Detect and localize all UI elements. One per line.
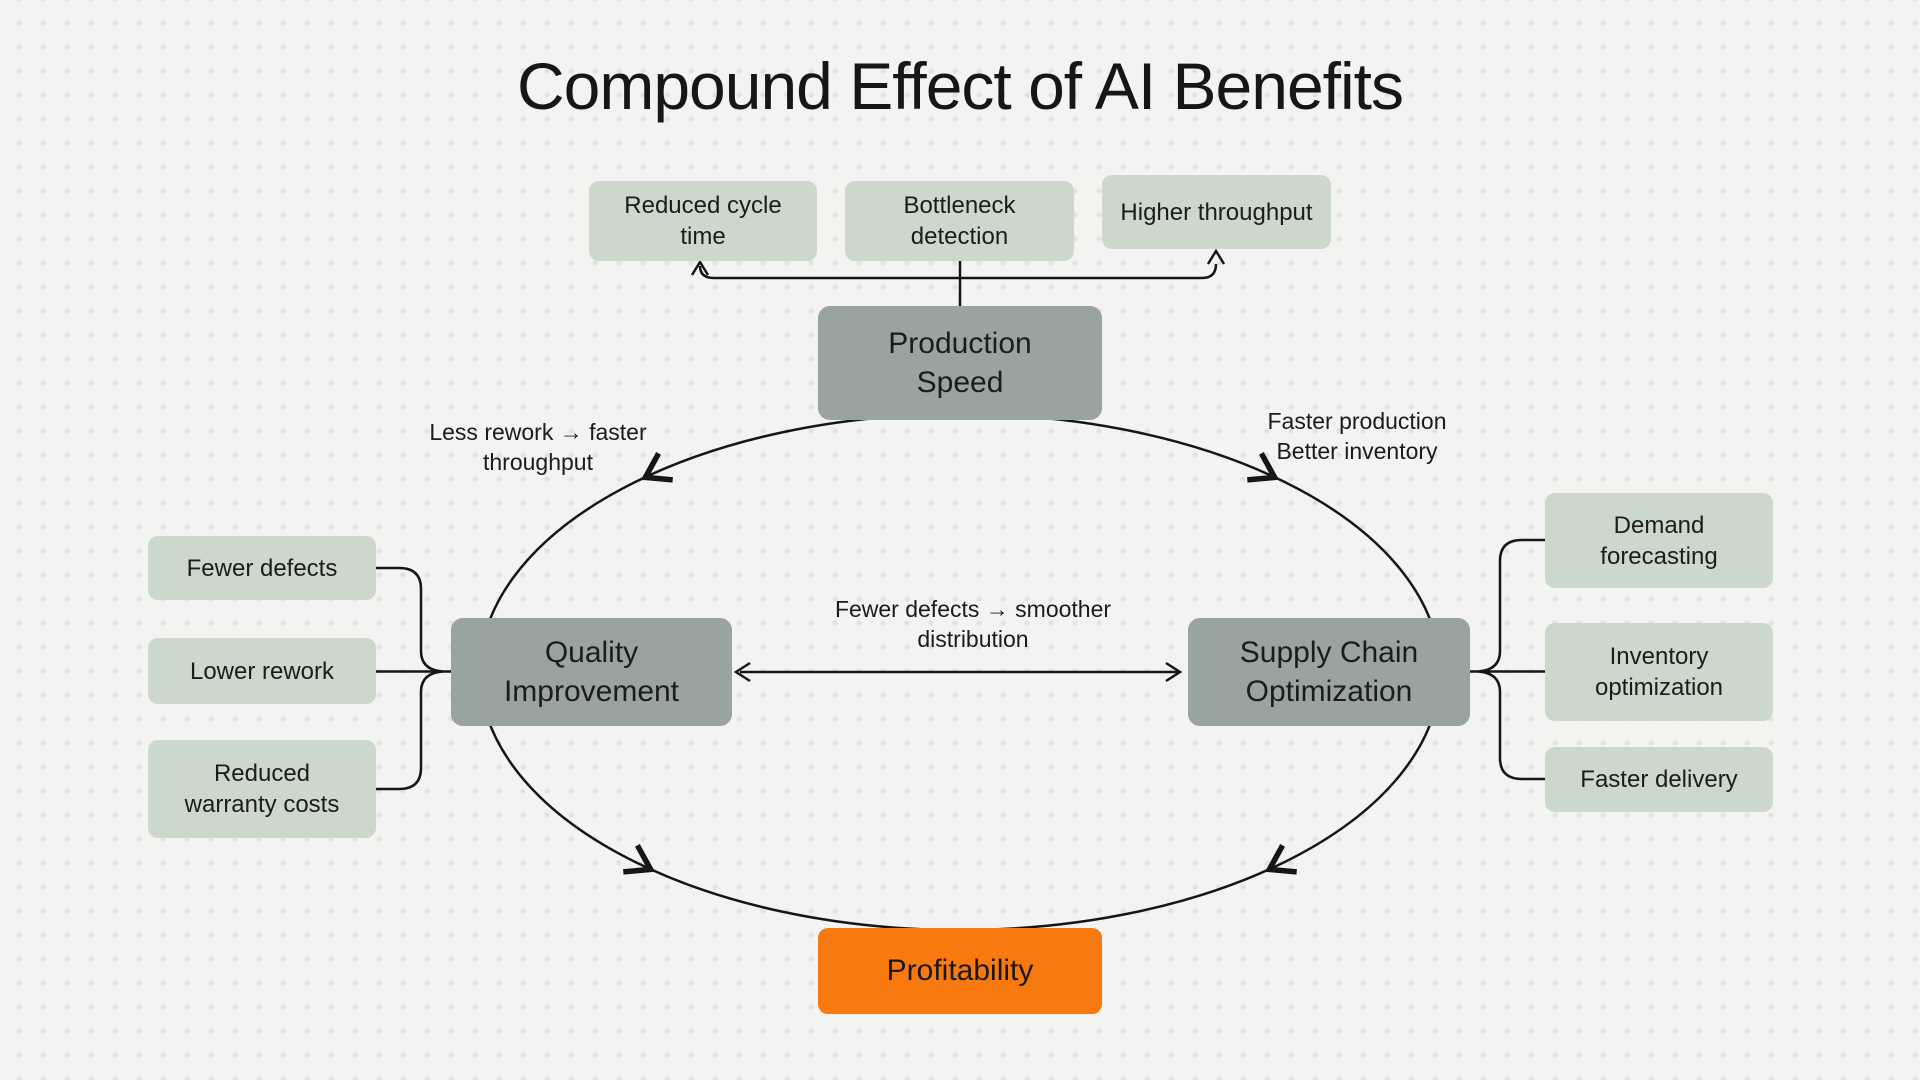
arrowhead-right: [1165, 661, 1183, 683]
benefit-bottleneck-detection: Bottleneck detection: [845, 181, 1074, 261]
benefit-lower-rework: Lower rework: [148, 638, 376, 704]
edge-label-quality-to-supply: Fewer defects → smoother distribution: [834, 596, 1112, 652]
page-title: Compound Effect of AI Benefits: [516, 49, 1404, 123]
node-profitability: Profitability: [818, 928, 1102, 1014]
flow-arrowhead-top-right: [1247, 452, 1280, 483]
node-production-speed: Production Speed: [818, 306, 1102, 420]
flow-arrowhead-bottom-right: [1264, 844, 1297, 875]
benefit-fewer-defects: Fewer defects: [148, 536, 376, 600]
benefit-demand-forecasting: Demand forecasting: [1545, 493, 1773, 588]
benefit-higher-throughput: Higher throughput: [1102, 175, 1331, 249]
edge-label-speed-to-quality: Less rework → faster throughput: [429, 419, 647, 475]
node-supply-chain-optimization: Supply Chain Optimization: [1188, 618, 1470, 726]
bracket-quality-benefits: [376, 566, 451, 791]
node-quality-improvement: Quality Improvement: [451, 618, 732, 726]
arrowhead-reduced-cycle-time: [690, 259, 710, 276]
edge-label-speed-to-supply: Faster production Better inventory: [1267, 408, 1447, 464]
arrowhead-left: [733, 661, 751, 683]
benefit-reduced-cycle-time: Reduced cycle time: [589, 181, 817, 261]
flow-arrowhead-bottom-left: [623, 844, 656, 875]
arrowhead-higher-throughput: [1206, 248, 1226, 265]
bracket-supply-benefits: [1470, 538, 1545, 781]
benefit-faster-delivery: Faster delivery: [1545, 747, 1773, 812]
flow-arrowhead-top-left: [640, 452, 673, 483]
benefit-inventory-optimization: Inventory optimization: [1545, 623, 1773, 721]
connector-production-benefits: [698, 263, 1218, 280]
benefit-reduced-warranty-costs: Reduced warranty costs: [148, 740, 376, 838]
